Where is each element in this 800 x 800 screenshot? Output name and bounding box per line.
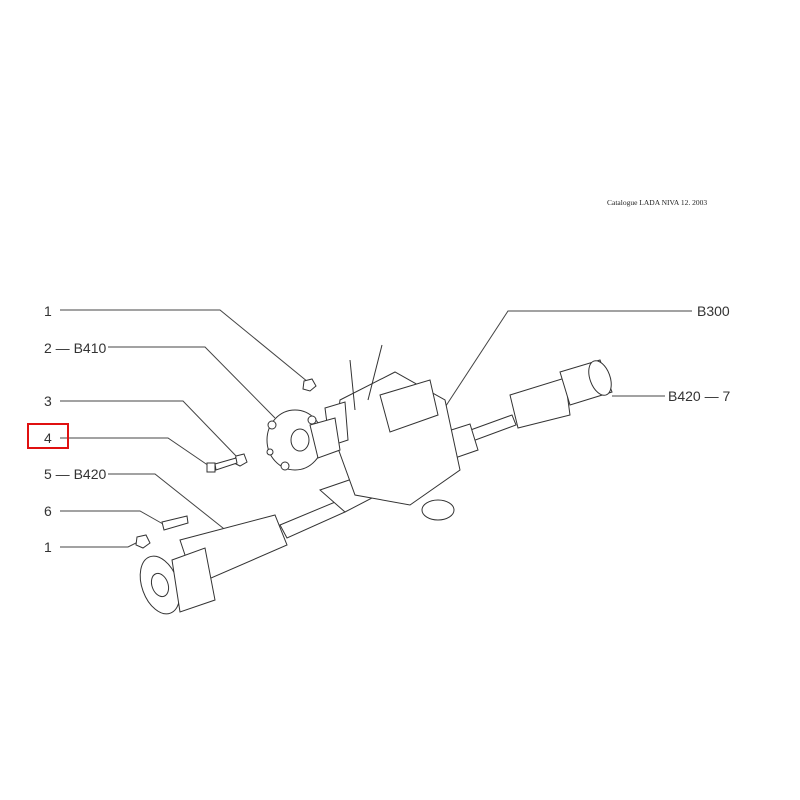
leader-line-6 bbox=[60, 510, 164, 525]
nut-1b bbox=[135, 534, 151, 549]
callout-4[interactable]: 4 bbox=[44, 430, 52, 446]
highlight-box-callout-4 bbox=[27, 423, 69, 449]
leader-line-b300 bbox=[437, 310, 692, 419]
leader-line-1 bbox=[60, 309, 309, 383]
front-propeller-shaft bbox=[139, 477, 373, 615]
callout-2-b410[interactable]: 2 — B410 bbox=[44, 340, 107, 356]
callout-1b[interactable]: 1 bbox=[44, 539, 52, 555]
bolt-6 bbox=[161, 515, 189, 531]
bolt-4 bbox=[206, 457, 238, 473]
leader-line-3 bbox=[60, 400, 239, 459]
callout-7-b420[interactable]: B420 — 7 bbox=[668, 388, 731, 404]
rear-propeller-shaft bbox=[444, 359, 613, 459]
leader-line-5 bbox=[108, 473, 229, 533]
callout-5-b420[interactable]: 5 — B420 bbox=[44, 466, 107, 482]
callout-6[interactable]: 6 bbox=[44, 503, 52, 519]
leader-line-1b bbox=[60, 540, 141, 548]
nut-1 bbox=[302, 378, 317, 392]
transfer-case bbox=[324, 344, 461, 521]
callout-1[interactable]: 1 bbox=[44, 303, 52, 319]
leader-lines bbox=[60, 309, 692, 548]
leader-line-2 bbox=[108, 346, 276, 419]
flexible-coupling bbox=[266, 409, 341, 471]
callout-3[interactable]: 3 bbox=[44, 393, 52, 409]
leader-line-4 bbox=[60, 437, 213, 469]
catalogue-header: Catalogue LADA NIVA 12. 2003 bbox=[607, 198, 708, 207]
callout-b300[interactable]: B300 bbox=[697, 303, 730, 319]
